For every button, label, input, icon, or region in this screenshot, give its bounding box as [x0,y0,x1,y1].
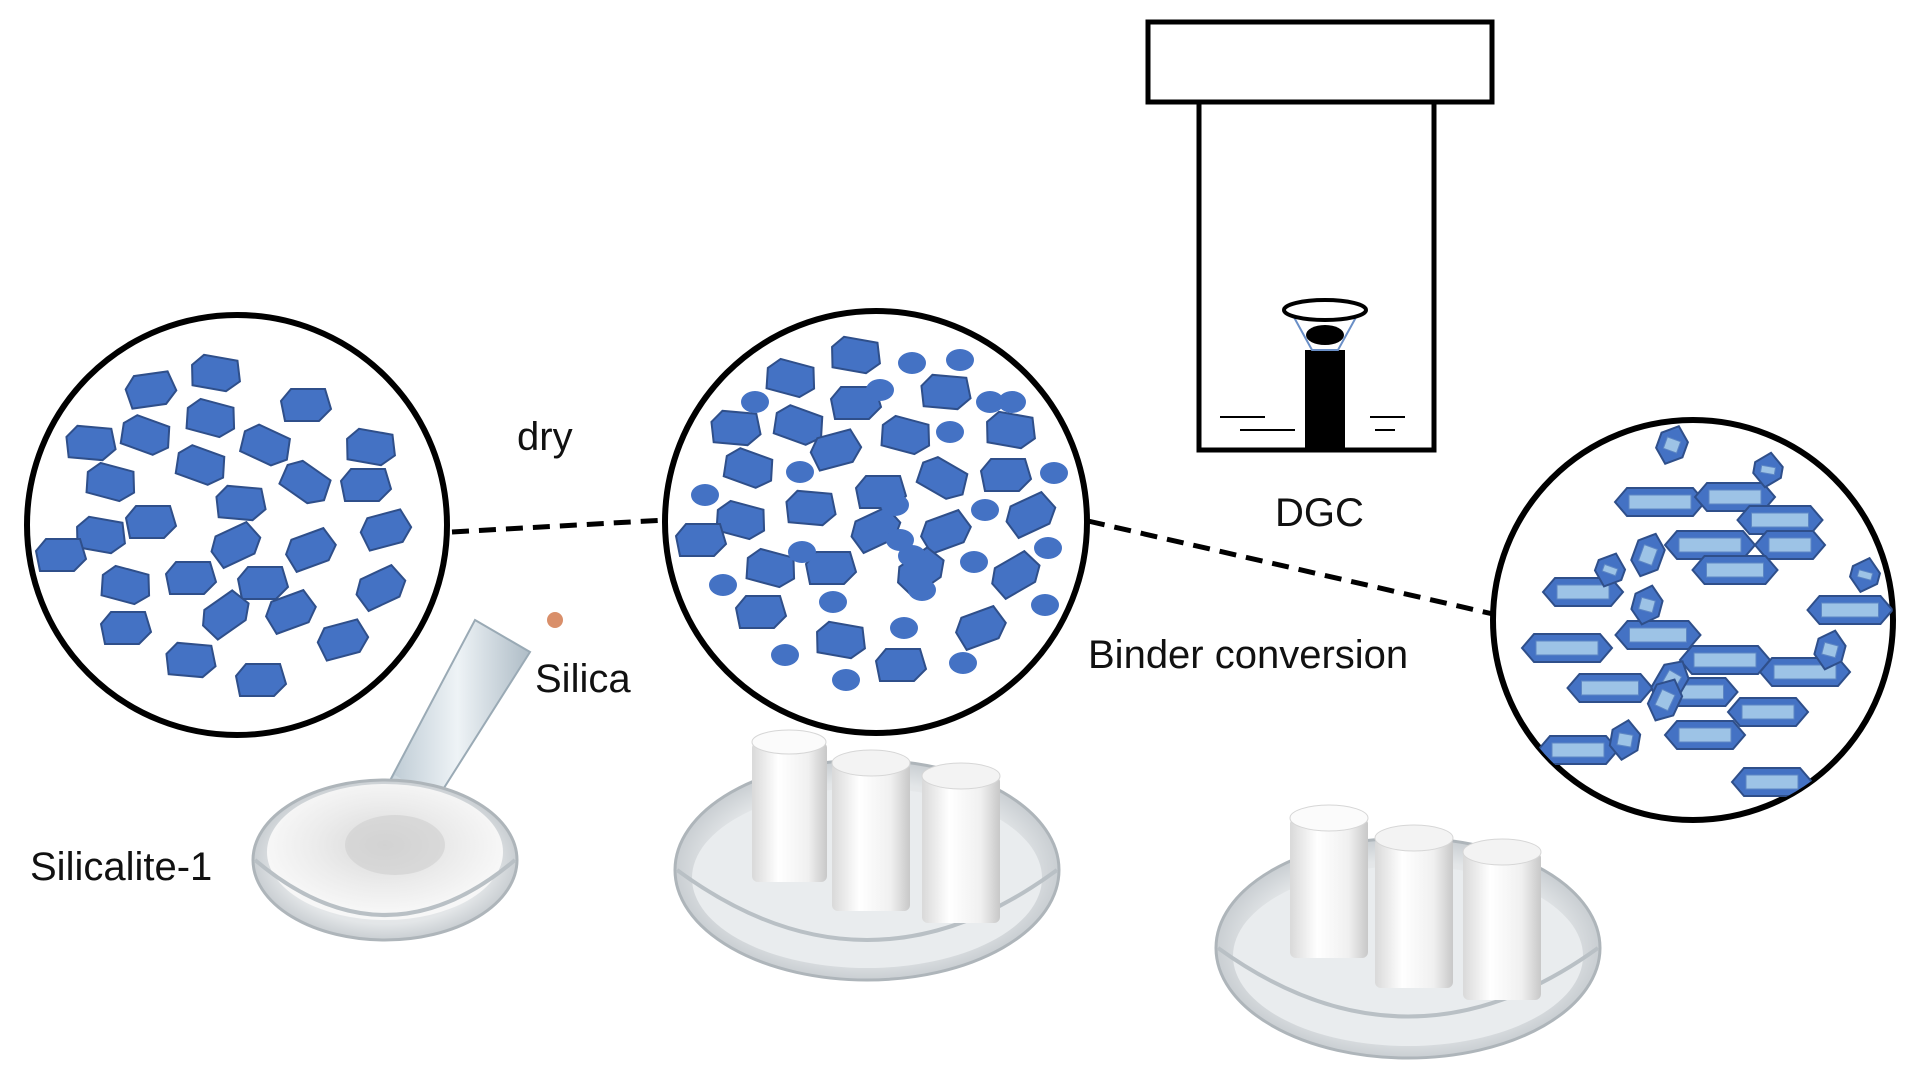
converted-crystal-icon [1730,767,1814,797]
silica-sphere-icon [908,579,936,601]
silica-sphere-icon [1031,594,1059,616]
converted-crystal-icon [1646,678,1684,722]
silica-sphere-icon [936,421,964,443]
silica-sphere-icon [741,391,769,413]
silica-sphere-icon [786,461,814,483]
hexagon-crystal-icon [237,566,289,600]
silica-sphere-icon [971,499,999,521]
converted-crystal-icon [1678,645,1772,675]
converted-crystal-icon [1593,552,1627,588]
silica-sphere-icon [946,349,974,371]
hexagon-crystal-icon [165,561,217,595]
silica-sphere-icon [898,352,926,374]
hexagon-crystal-icon [35,538,87,572]
silica-sphere-icon [949,652,977,674]
converted-crystal-icon [1753,530,1827,560]
label-dry: dry [517,415,573,459]
hexagon-crystal-icon [100,611,152,645]
converted-crystal-icon [1736,505,1824,535]
converted-crystal-icon [1813,629,1847,671]
silica-sphere-icon [960,551,988,573]
hexagon-crystal-icon [735,595,787,629]
converted-crystal-icon [1630,584,1664,626]
hexagon-crystal-icon [675,523,727,557]
hexagon-crystal-icon [875,648,927,682]
converted-crystal-icon [1848,556,1882,594]
converted-crystal-icon [1726,697,1810,727]
hexagon-crystal-icon [340,468,392,502]
silica-sphere-icon [1034,537,1062,559]
extrudate-icon [751,729,1001,923]
silica-sphere-icon [832,669,860,691]
converted-crystal-icon [1691,555,1779,585]
converted-crystal-icon [1752,451,1784,489]
crystals-with-silica-circle [662,308,1090,736]
converted-crystals-circle [1490,417,1896,823]
converted-crystal-icon [1614,620,1702,650]
silica-sphere-icon [691,349,1068,691]
label-silicalite: Silicalite-1 [30,845,212,889]
autoclave-icon [1145,19,1495,453]
label-silica: Silica [535,657,631,701]
silica-sphere-icon [890,617,918,639]
label-binder-conversion: Binder conversion [1088,633,1408,677]
silica-sphere-icon [898,545,926,567]
converted-crystal-icon [1663,530,1757,560]
converted-crystal-icon [1520,633,1614,663]
silicalite-crystals-circle [24,312,450,738]
petri-dish-icon [251,778,519,942]
hexagon-crystal-icon [235,663,287,697]
silica-sphere-icon [709,574,737,596]
converted-crystal-icon [1655,424,1689,466]
converted-crystal-icon [1608,719,1642,761]
hexagon-crystal-icon [980,458,1032,492]
converted-crystal-icon [1693,482,1777,512]
silica-sphere-icon [1040,462,1068,484]
converted-crystal-icon [1566,673,1654,703]
converted-crystal-icon [1806,595,1893,625]
silica-sphere-icon [998,391,1026,413]
silica-sphere-icon [771,644,799,666]
silica-sphere-icon [976,391,1004,413]
hexagon-crystal-icon [280,388,332,422]
extrudate-icon [1289,804,1542,1000]
label-dgc: DGC [1275,491,1364,535]
converted-crystal-icon [1613,487,1707,517]
converted-crystal-icon [1520,424,1893,797]
silica-sphere-icon [819,591,847,613]
silica-sphere-icon [691,484,719,506]
silica-sphere-icon [886,529,914,551]
dashed-connector-lines [451,517,1494,617]
converted-crystal-icon [1536,735,1620,765]
converted-crystal-icon [1630,532,1666,578]
silica-sphere-icon [866,379,894,401]
converted-crystal-icon [1663,720,1747,750]
silica-sphere-icon [788,541,816,563]
silica-sphere-icon [881,494,909,516]
hexagon-crystal-icon [125,505,177,539]
